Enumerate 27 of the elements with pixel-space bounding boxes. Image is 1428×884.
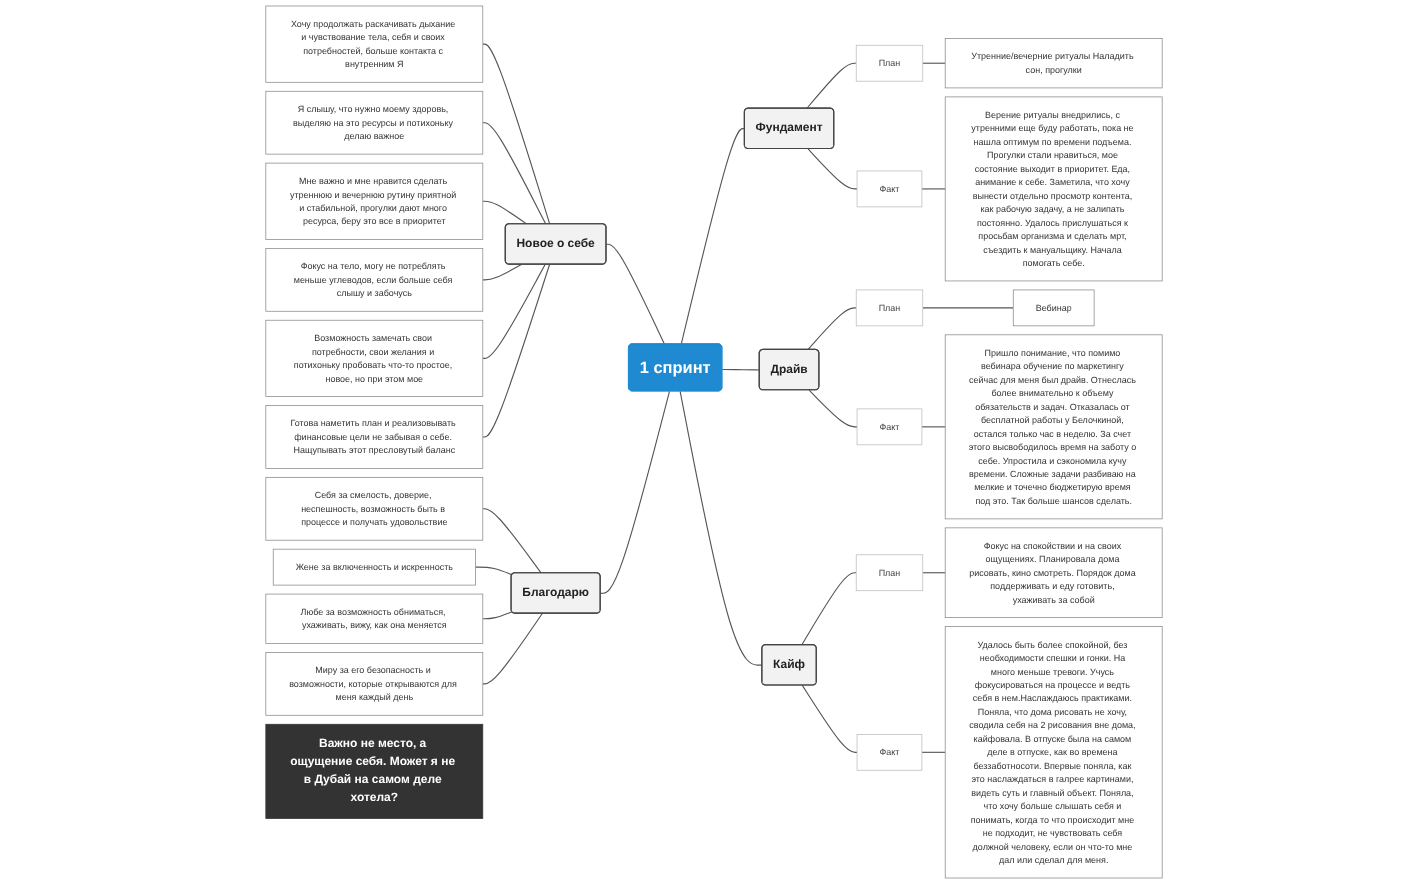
connector [801, 684, 858, 753]
connector [482, 122, 547, 225]
connector [921, 751, 946, 753]
connector [807, 148, 858, 190]
connector [807, 307, 857, 351]
connector [482, 508, 542, 574]
connector [922, 572, 946, 574]
connector [921, 426, 946, 428]
connector [921, 188, 946, 190]
connector [922, 62, 946, 64]
connector [806, 62, 857, 110]
connector [482, 200, 528, 225]
connector [808, 389, 858, 428]
connector [482, 43, 551, 225]
connector [474, 566, 513, 576]
connector [721, 369, 761, 371]
connector [482, 612, 543, 685]
connector [679, 390, 763, 666]
connector [600, 390, 671, 594]
connector [922, 307, 1014, 309]
connector [482, 263, 546, 359]
connector [482, 611, 513, 620]
connector [680, 128, 746, 345]
connector [605, 243, 666, 345]
connector [482, 263, 551, 438]
connector [801, 572, 857, 646]
connector [482, 263, 522, 281]
